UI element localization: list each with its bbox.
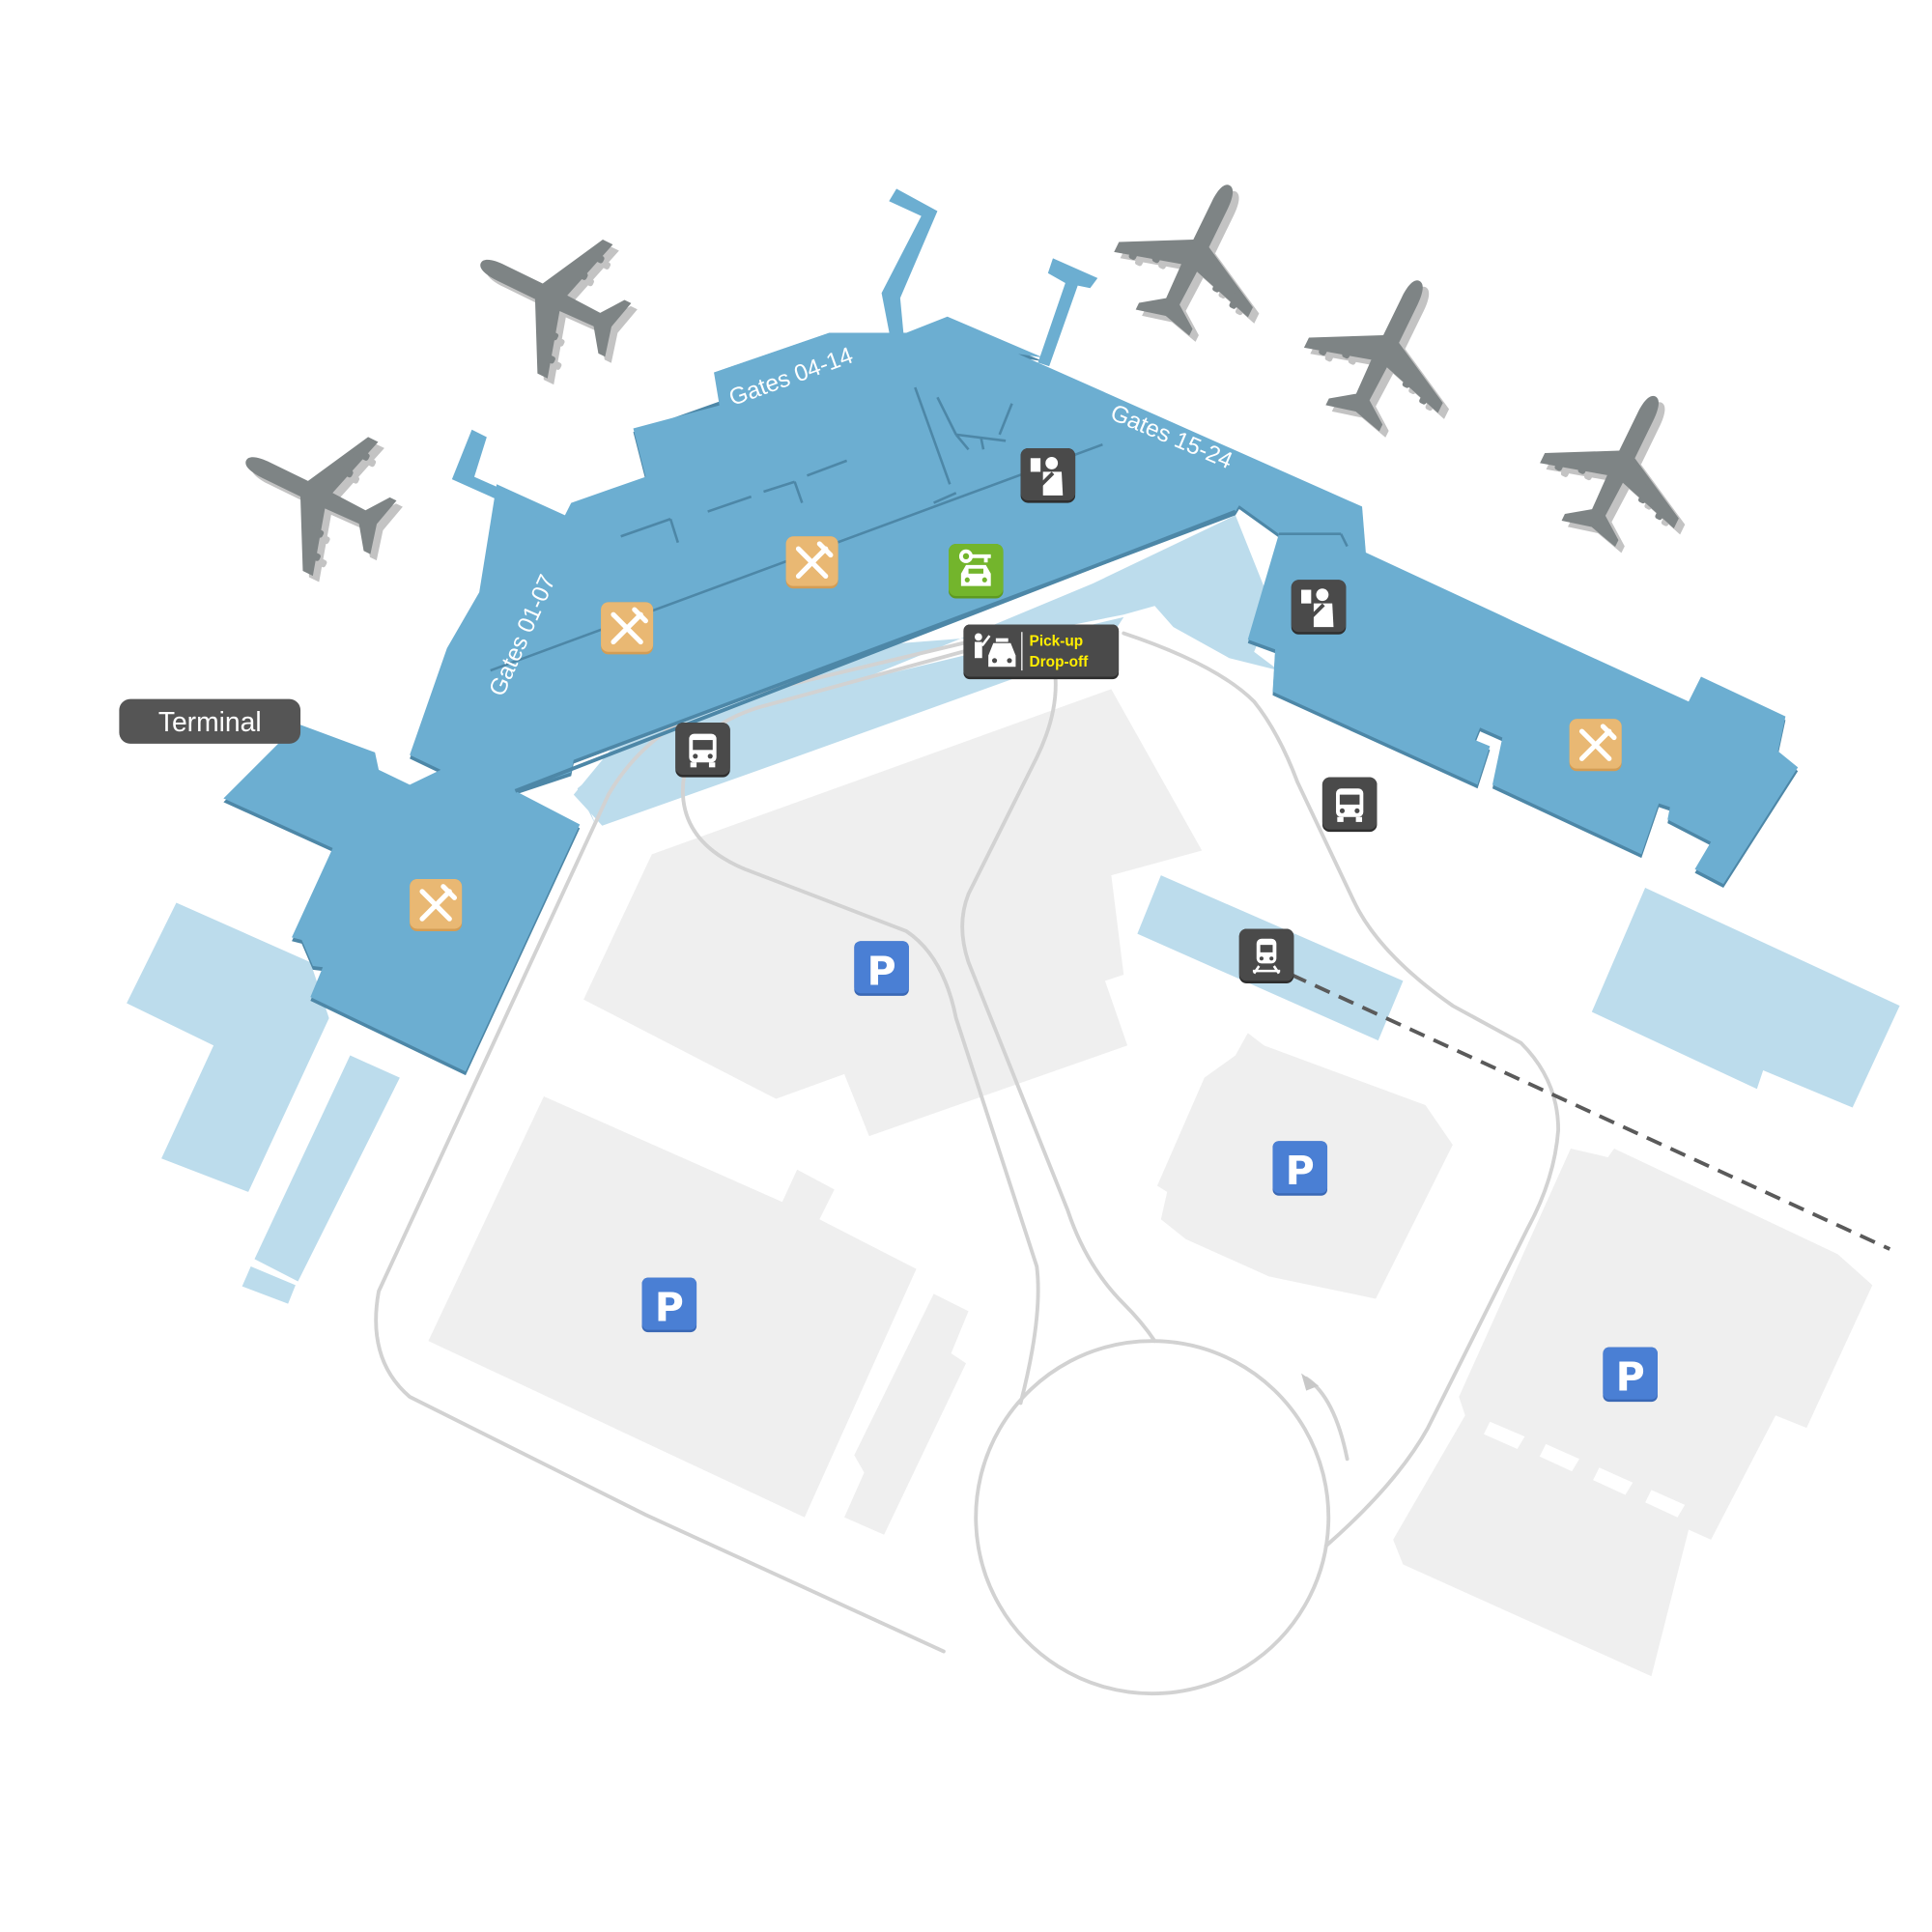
parking-label: P	[1616, 1354, 1645, 1401]
parking-label: P	[1286, 1148, 1315, 1194]
terminal-main	[223, 316, 1799, 1072]
parking-label: P	[655, 1285, 684, 1331]
restaurant-icon[interactable]	[1570, 719, 1622, 771]
airplane-icon	[1520, 363, 1729, 573]
dropoff-label: Drop-off	[1030, 654, 1090, 670]
bus-stop-icon[interactable]	[1322, 778, 1378, 833]
restaurant-icon[interactable]	[786, 536, 838, 588]
taxi-pickup-icon	[974, 633, 1016, 668]
terminal-label: Terminal	[158, 706, 262, 737]
parking-areas	[428, 689, 1873, 1677]
pickup-dropoff-sign[interactable]: Pick-up Drop-off	[963, 624, 1120, 680]
airplane-icon	[1285, 248, 1493, 458]
parking-icon[interactable]: P	[641, 1277, 697, 1333]
parking-lot-c	[844, 1293, 969, 1535]
airplane-icon	[447, 195, 658, 404]
train-station-icon[interactable]	[1238, 928, 1294, 983]
terminal-tag: Terminal	[119, 698, 301, 744]
jet-bridge-b	[881, 188, 938, 338]
parking-icon[interactable]: P	[854, 941, 909, 996]
curb-edge	[514, 509, 1236, 793]
direction-arrow-icon	[1301, 1373, 1320, 1391]
airplane-icon	[213, 393, 423, 601]
passport-control-icon[interactable]	[1292, 580, 1347, 635]
road-loop	[974, 1339, 1331, 1696]
parking-icon[interactable]: P	[1603, 1347, 1658, 1403]
road-east	[1122, 631, 1561, 1548]
restaurant-icon[interactable]	[601, 602, 653, 654]
car-rental-icon[interactable]	[949, 543, 1004, 599]
pickup-label: Pick-up	[1030, 633, 1084, 649]
bus-stop-icon[interactable]	[675, 723, 730, 778]
airplane-icon	[1095, 153, 1303, 362]
forecourt-canopy	[577, 515, 1279, 826]
terminal-building	[223, 188, 1799, 1076]
building-west	[127, 902, 329, 1192]
building-west-small	[242, 1266, 296, 1304]
building-east	[1591, 888, 1900, 1108]
parking-label: P	[867, 948, 896, 994]
parking-lot-e	[1393, 1148, 1873, 1677]
jet-bridge-c	[1037, 258, 1098, 367]
parking-dividers	[1483, 1421, 1686, 1518]
parking-lot-a	[583, 689, 1203, 1137]
rail-line	[1290, 973, 1891, 1251]
passport-control-icon[interactable]	[1021, 448, 1076, 503]
jet-bridge-a	[451, 429, 553, 522]
gates-04-14-pier	[714, 332, 851, 411]
road-center	[960, 674, 1157, 1344]
restaurant-icon[interactable]	[410, 879, 462, 931]
building-west-strip	[254, 1055, 400, 1282]
parking-icon[interactable]: P	[1272, 1141, 1328, 1196]
